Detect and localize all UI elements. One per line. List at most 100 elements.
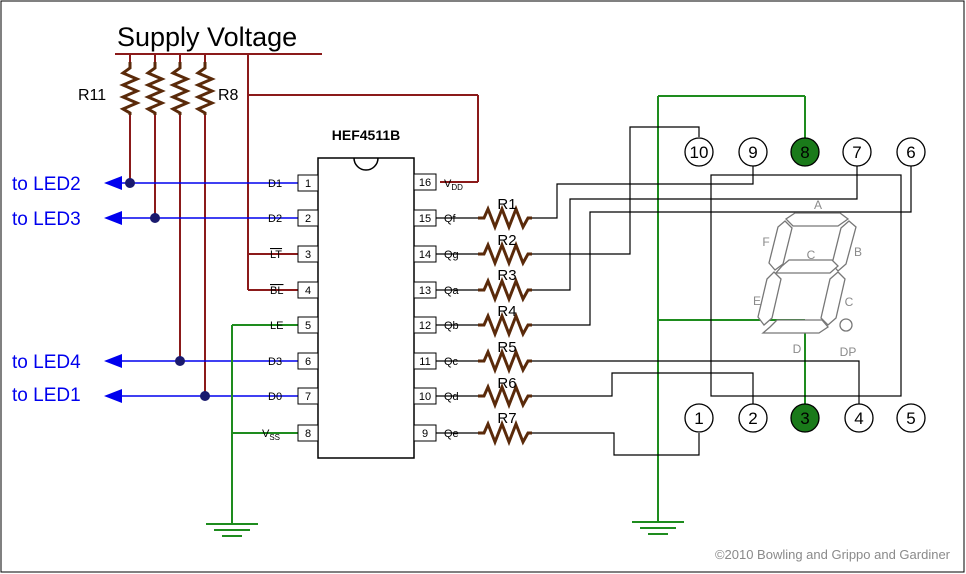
chip-pin-1: 1 D1 <box>268 174 319 192</box>
chip-output-wires <box>436 217 478 434</box>
chip-pin-13: 13 Qa <box>413 281 460 299</box>
svg-text:5: 5 <box>906 409 915 428</box>
to-led4-label: to LED4 <box>12 352 81 373</box>
svg-text:4: 4 <box>305 285 311 297</box>
svg-text:Qd: Qd <box>444 391 459 403</box>
svg-text:12: 12 <box>419 320 431 332</box>
svg-text:R2: R2 <box>497 232 516 249</box>
svg-text:D1: D1 <box>268 178 282 190</box>
seven-segment-digit <box>757 212 857 334</box>
chip-pin-3: 3 LT <box>270 245 319 263</box>
svg-text:R3: R3 <box>497 267 516 284</box>
chip-pin-9: 9 Qe <box>413 424 459 442</box>
display-pin-9: 9 <box>738 137 768 167</box>
svg-text:14: 14 <box>419 249 431 261</box>
copyright-notice: ©2010 Bowling and Grippo and Gardiner <box>715 547 951 562</box>
segment-a <box>784 212 850 227</box>
junction-dots <box>125 178 210 401</box>
svg-text:2: 2 <box>305 213 311 225</box>
svg-text:6: 6 <box>906 143 915 162</box>
display-bottom-pins: 1 2 3 4 5 <box>684 403 926 433</box>
hef4511b-chip: HEF4511B <box>317 127 415 459</box>
seven-segment-housing <box>710 174 902 397</box>
svg-text:A: A <box>814 198 822 212</box>
svg-text:Qg: Qg <box>444 249 459 261</box>
series-resistor-labels: R1 R2 R3 R4 R5 R6 R7 <box>497 196 516 427</box>
chip-pin-15: 15 Qf <box>413 209 457 227</box>
svg-text:15: 15 <box>419 213 431 225</box>
supply-voltage-label: Supply Voltage <box>117 22 297 52</box>
r8-label: R8 <box>218 87 239 104</box>
chip-pin-4: 4 BL <box>270 281 319 299</box>
chip-pin-12: 12 Qb <box>413 316 459 334</box>
svg-text:Qc: Qc <box>444 356 459 368</box>
segment-c <box>820 271 846 326</box>
svg-text:Qa: Qa <box>444 285 460 297</box>
chip-name: HEF4511B <box>332 127 400 143</box>
svg-text:Qf: Qf <box>444 213 457 225</box>
segment-d <box>761 319 829 334</box>
svg-text:LT: LT <box>270 249 282 261</box>
to-led2-label: to LED2 <box>12 174 81 195</box>
svg-text:8: 8 <box>305 428 311 440</box>
segment-e <box>757 271 782 326</box>
segment-b <box>831 220 857 272</box>
svg-text:F: F <box>762 235 769 249</box>
segment-f <box>768 220 793 271</box>
segment-dp <box>839 318 853 332</box>
display-pin-2: 2 <box>738 403 768 433</box>
chip-pin-16: 16 VDD <box>413 173 463 192</box>
svg-text:VSS: VSS <box>262 428 280 442</box>
chip-pin-2: 2 D2 <box>268 209 319 227</box>
svg-text:R5: R5 <box>497 339 516 356</box>
svg-text:10: 10 <box>690 143 709 162</box>
display-pin-1: 1 <box>684 403 714 433</box>
display-pin-7: 7 <box>842 137 872 167</box>
svg-text:LE: LE <box>270 320 283 332</box>
r11-label: R11 <box>78 87 106 104</box>
svg-text:Qb: Qb <box>444 320 459 332</box>
svg-text:3: 3 <box>800 409 809 428</box>
svg-text:3: 3 <box>305 249 311 261</box>
series-resistors <box>478 204 532 447</box>
display-routing-wires <box>532 126 912 456</box>
svg-text:1: 1 <box>694 409 703 428</box>
chip-pin-8: 8 VSS <box>262 424 319 442</box>
display-pin-5: 5 <box>896 403 926 433</box>
chip-pin-10: 10 Qd <box>413 387 459 405</box>
svg-text:DP: DP <box>840 345 857 359</box>
svg-text:R6: R6 <box>497 375 516 392</box>
pullup-resistors <box>119 62 216 115</box>
svg-text:11: 11 <box>419 356 430 368</box>
to-led3-label: to LED3 <box>12 209 81 230</box>
segment-letter-labels: A F B C E C D DP <box>753 198 862 359</box>
svg-text:D2: D2 <box>268 213 282 225</box>
display-pin-4: 4 <box>844 403 874 433</box>
svg-text:8: 8 <box>800 143 809 162</box>
svg-text:R7: R7 <box>497 410 516 427</box>
svg-text:E: E <box>753 294 761 308</box>
svg-text:9: 9 <box>748 143 757 162</box>
svg-text:C: C <box>807 248 816 262</box>
svg-text:4: 4 <box>854 409 863 428</box>
svg-text:D: D <box>793 342 802 356</box>
chip-pin-5: 5 LE <box>270 316 319 334</box>
svg-text:10: 10 <box>419 391 431 403</box>
to-led1-label: to LED1 <box>12 385 81 406</box>
display-pin-6: 6 <box>896 137 926 167</box>
svg-text:D3: D3 <box>268 356 282 368</box>
chip-pin-7: 7 D0 <box>268 387 319 405</box>
display-pin-10: 10 <box>684 137 714 167</box>
svg-text:5: 5 <box>305 320 311 332</box>
svg-text:B: B <box>854 245 862 259</box>
svg-text:R4: R4 <box>497 303 516 320</box>
chip-right-pins: 16 VDD 15 Qf 14 Qg 13 Qa 12 Qb 11 Qc <box>413 173 463 442</box>
svg-text:Qe: Qe <box>444 428 459 440</box>
display-pin-8: 8 <box>790 137 820 167</box>
segment-g <box>774 259 839 274</box>
chip-pin-11: 11 Qc <box>413 352 459 370</box>
svg-text:VDD: VDD <box>444 178 463 192</box>
supply-wiring <box>115 53 479 396</box>
